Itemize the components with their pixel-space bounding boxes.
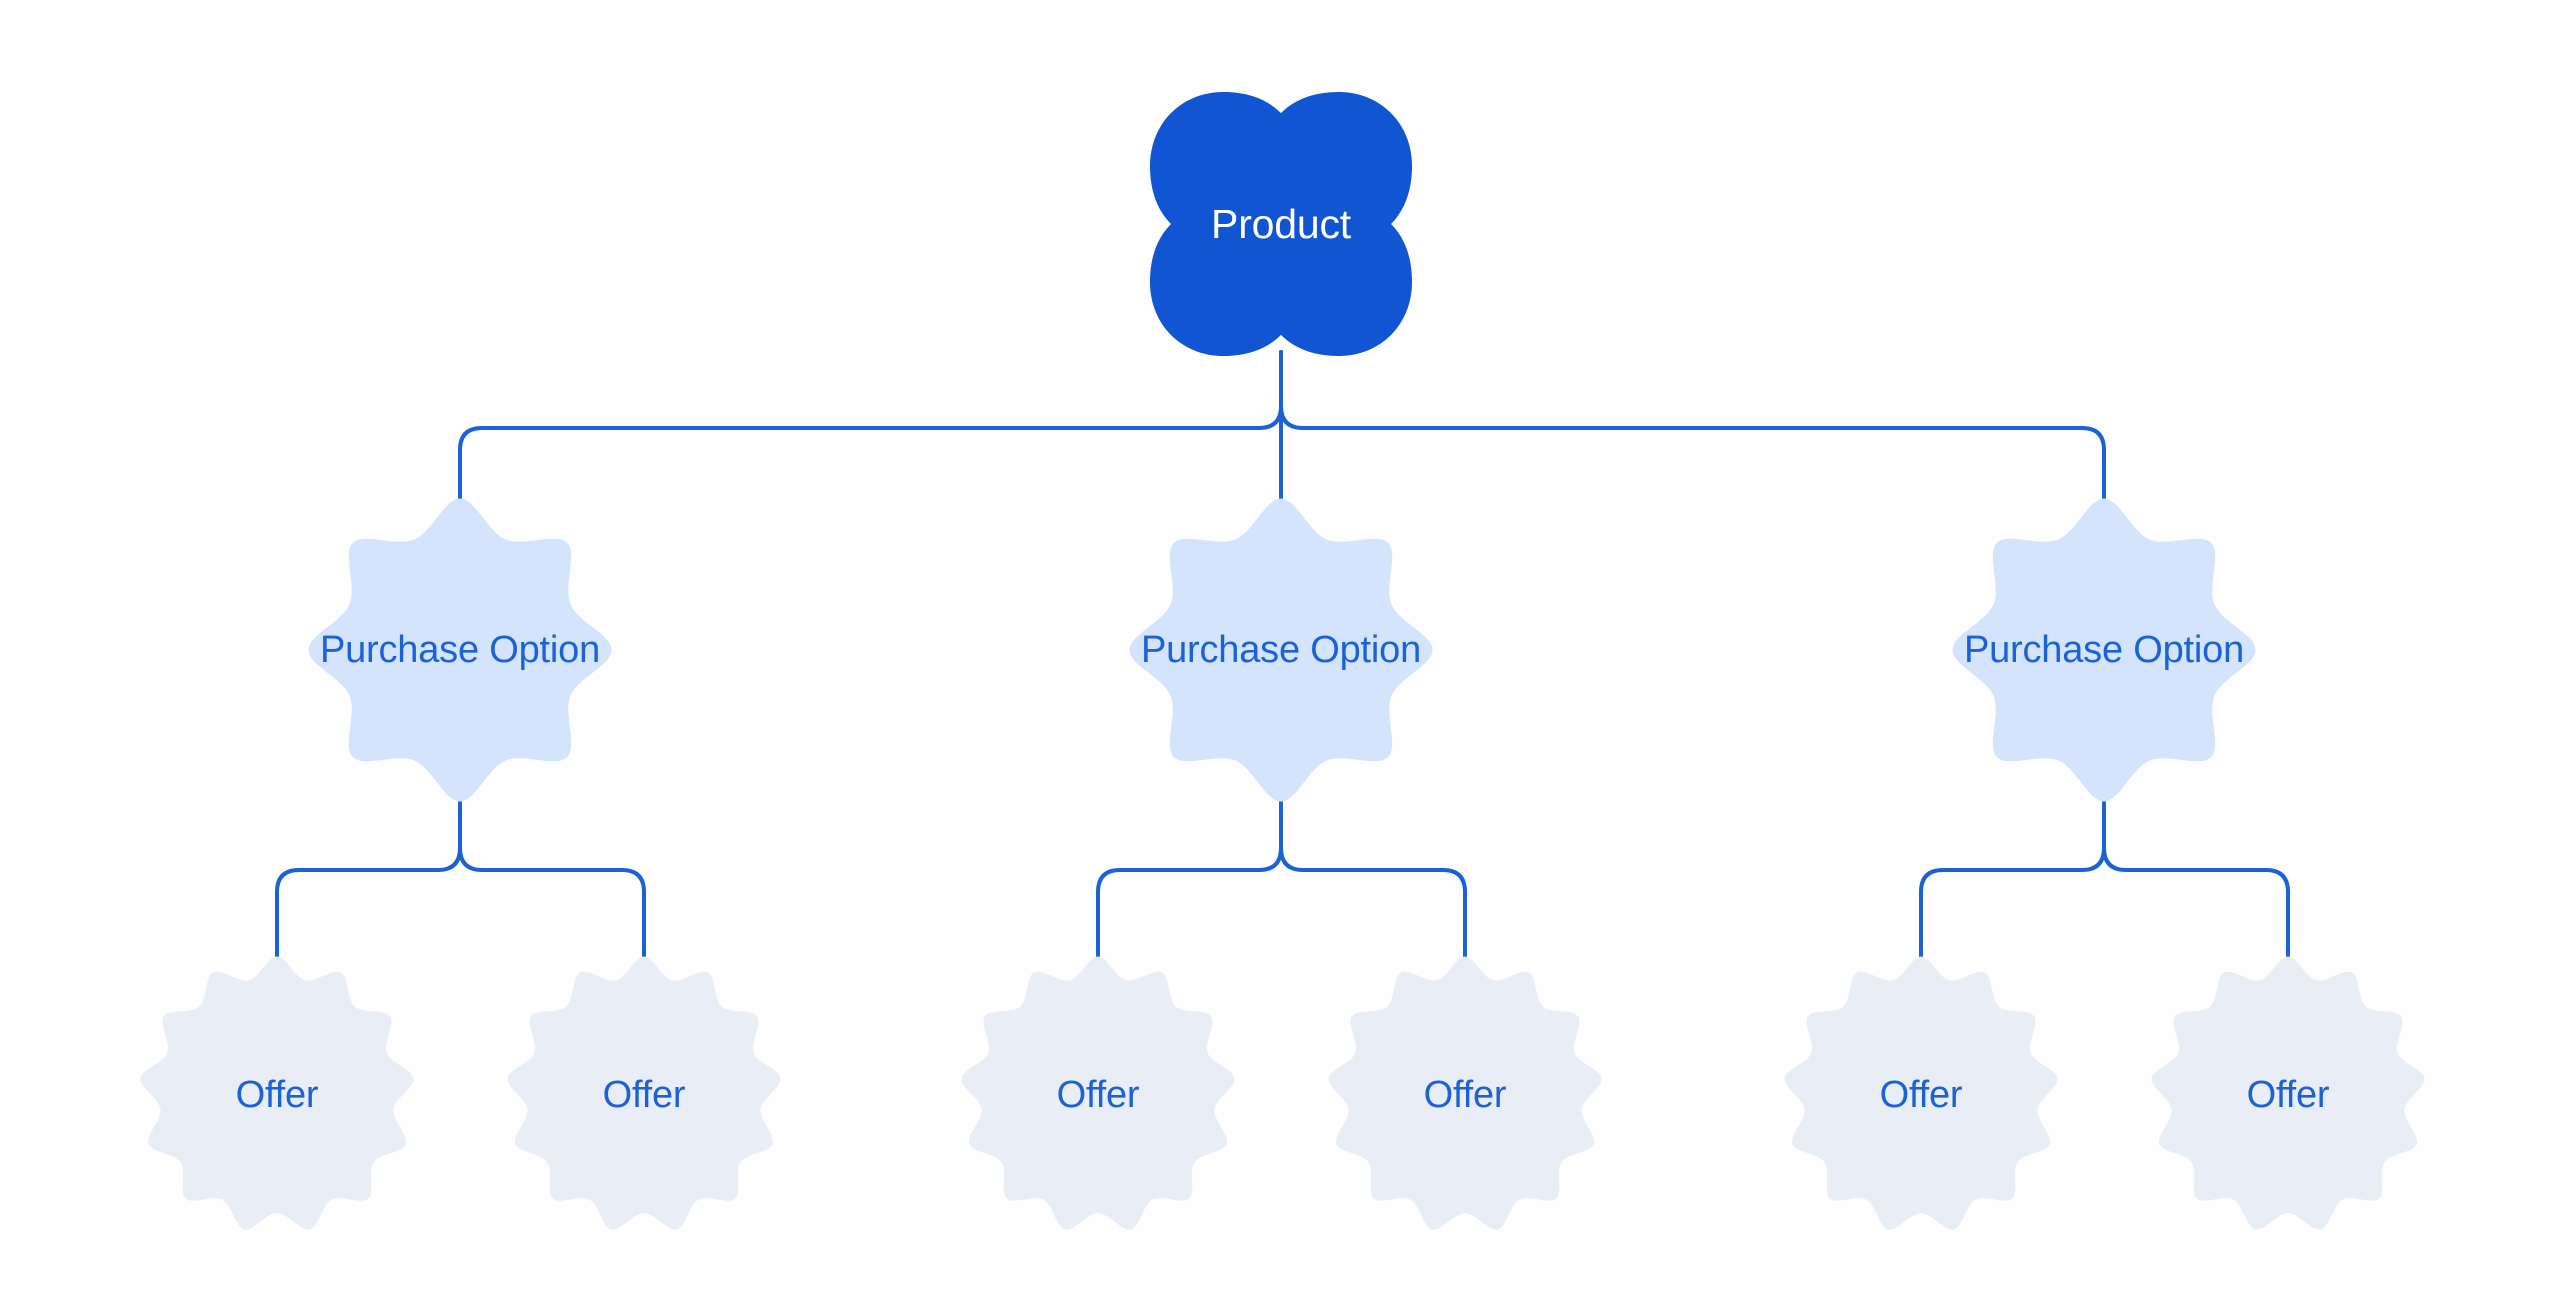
offer-blob-shape xyxy=(961,956,1235,1230)
purchase-option-blob-shape xyxy=(308,498,612,802)
offer-blob-shape xyxy=(2151,956,2425,1230)
node-purchase-option-1[interactable]: Purchase Option xyxy=(306,496,614,804)
offer-blob-shape xyxy=(1784,956,2058,1230)
node-product[interactable]: Product xyxy=(1150,92,1412,356)
offer-label: Offer xyxy=(235,1073,319,1116)
offer-blob-shape xyxy=(507,956,781,1230)
offer-label: Offer xyxy=(1423,1073,1507,1116)
node-offer-2-1[interactable]: Offer xyxy=(958,954,1238,1236)
product-blob-shape xyxy=(1150,92,1412,356)
purchase-option-label: Purchase Option xyxy=(319,628,601,671)
product-label: Product xyxy=(1211,200,1351,247)
purchase-option-label: Purchase Option xyxy=(1140,628,1422,671)
node-offer-2-2[interactable]: Offer xyxy=(1325,954,1605,1236)
offer-label: Offer xyxy=(1879,1073,1963,1116)
offer-label: Offer xyxy=(2246,1073,2330,1116)
offer-blob-shape xyxy=(1328,956,1602,1230)
node-purchase-option-3[interactable]: Purchase Option xyxy=(1950,496,2258,804)
purchase-option-blob-shape xyxy=(1952,498,2256,802)
purchase-option-blob-shape xyxy=(1129,498,1433,802)
node-purchase-option-2[interactable]: Purchase Option xyxy=(1127,496,1435,804)
node-offer-3-2[interactable]: Offer xyxy=(2148,954,2428,1236)
node-offer-1-1[interactable]: Offer xyxy=(137,954,417,1236)
node-offer-3-1[interactable]: Offer xyxy=(1781,954,2061,1236)
node-offer-1-2[interactable]: Offer xyxy=(504,954,784,1236)
offer-label: Offer xyxy=(602,1073,686,1116)
offer-label: Offer xyxy=(1056,1073,1140,1116)
offer-blob-shape xyxy=(140,956,414,1230)
purchase-option-label: Purchase Option xyxy=(1963,628,2245,671)
